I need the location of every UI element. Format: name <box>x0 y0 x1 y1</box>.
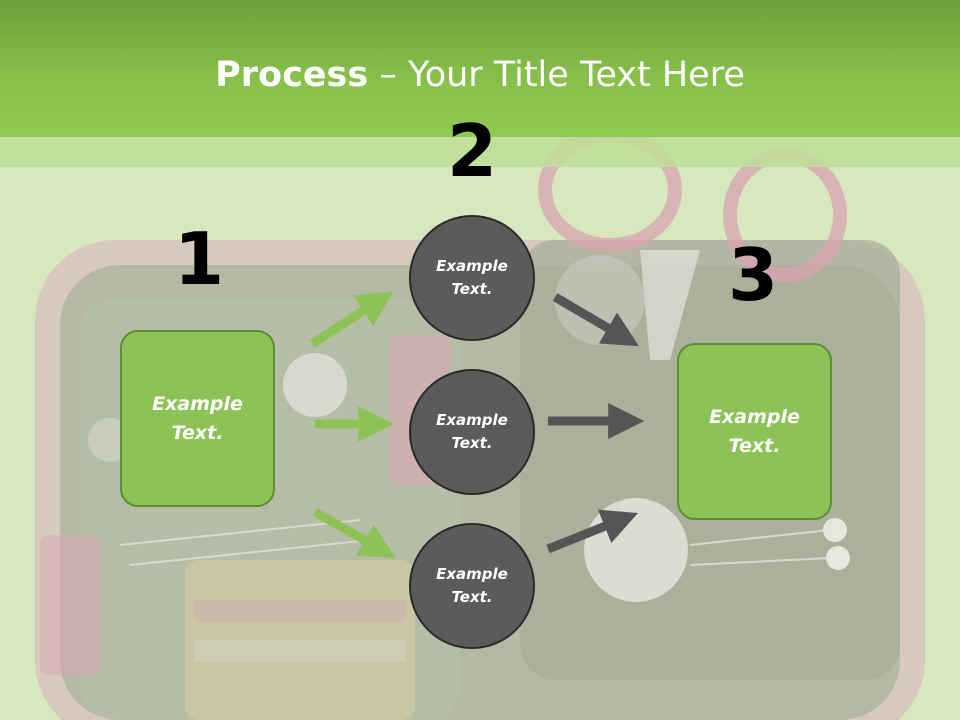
right-box-line1: Example <box>709 405 800 428</box>
right-text-box[interactable]: Example Text. <box>677 343 832 520</box>
title-bold: Process <box>215 55 369 95</box>
right-box-line2: Text. <box>728 434 781 457</box>
arrow-green-up <box>309 291 394 348</box>
arrow-gray-up <box>546 509 639 554</box>
step-number-2: 2 <box>446 109 498 193</box>
circle-middle-line2: Text. <box>451 434 493 452</box>
title-rest: – Your Title Text Here <box>368 55 745 95</box>
left-text-box[interactable]: Example Text. <box>120 330 275 507</box>
circle-bottom-line2: Text. <box>451 588 493 606</box>
left-box-line2: Text. <box>171 421 224 444</box>
left-box-line1: Example <box>152 392 243 415</box>
circle-top-line1: Example <box>436 257 508 275</box>
title-sub-band <box>0 137 960 167</box>
circle-bottom-line1: Example <box>436 565 508 583</box>
step-number-1: 1 <box>173 217 225 301</box>
slide-title: Process – Your Title Text Here <box>0 50 960 100</box>
title-band <box>0 0 960 137</box>
circle-top[interactable]: Example Text. <box>409 215 535 341</box>
arrow-green-down <box>312 508 397 558</box>
step-number-3: 3 <box>727 233 779 317</box>
circle-middle-line1: Example <box>436 411 508 429</box>
arrow-gray-down <box>552 293 639 347</box>
circle-top-line2: Text. <box>451 280 493 298</box>
circle-bottom[interactable]: Example Text. <box>409 523 535 649</box>
circle-middle[interactable]: Example Text. <box>409 369 535 495</box>
